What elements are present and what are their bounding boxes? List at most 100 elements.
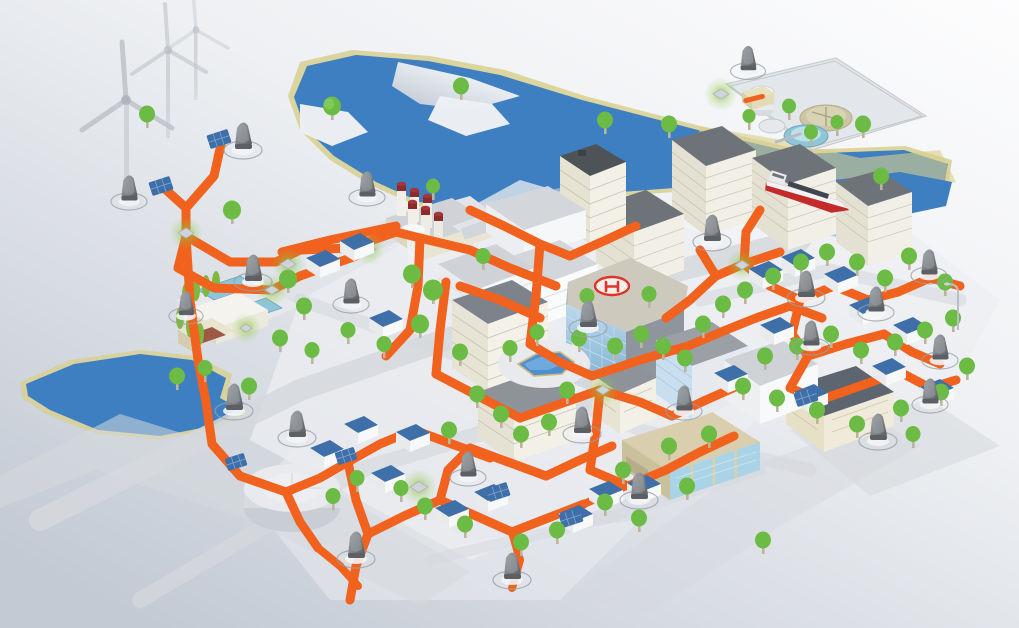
tree xyxy=(452,343,468,366)
tree xyxy=(323,96,341,120)
tree xyxy=(793,253,809,276)
wwtp-inlet-pipe xyxy=(743,93,765,104)
tree xyxy=(901,247,917,270)
tree xyxy=(755,531,771,554)
network-node-marker xyxy=(110,175,148,211)
scene-subtitle: Isometric city map with district heating… xyxy=(8,15,398,32)
chp-annex-panel xyxy=(461,220,489,240)
west-lake[interactable] xyxy=(26,354,242,436)
tree xyxy=(493,405,509,428)
tree xyxy=(453,77,469,100)
district-heating-network[interactable] xyxy=(159,135,965,605)
tree xyxy=(139,105,155,128)
tree-canopy-layer xyxy=(139,77,975,556)
tree xyxy=(737,281,753,304)
resort-building-roof xyxy=(186,292,268,328)
tree xyxy=(272,329,288,352)
tree xyxy=(349,470,365,492)
tree xyxy=(849,415,865,438)
tree xyxy=(917,321,933,344)
cargo-ship[interactable] xyxy=(763,170,853,218)
network-node-marker xyxy=(214,383,254,421)
tree xyxy=(695,315,711,338)
tree xyxy=(475,248,491,270)
network-node-marker xyxy=(348,171,386,207)
pipe-branch-chp-city xyxy=(277,205,761,381)
tree xyxy=(735,377,751,400)
wwtp-outfall xyxy=(774,132,802,144)
highway-strip-southeast xyxy=(560,420,920,612)
network-node-marker xyxy=(729,45,767,81)
tree xyxy=(679,477,695,500)
tree xyxy=(677,349,693,372)
network-node-marker xyxy=(277,410,317,448)
wind-turbine-3[interactable] xyxy=(164,0,230,100)
network-node-marker xyxy=(619,472,659,510)
tree xyxy=(597,493,613,516)
tree xyxy=(607,337,623,360)
hospital-roof xyxy=(566,258,688,332)
tree xyxy=(873,167,889,190)
tree xyxy=(541,413,557,436)
tree xyxy=(393,480,409,502)
tree xyxy=(855,115,871,138)
house xyxy=(344,416,378,444)
wwtp-control-building-side xyxy=(752,93,774,110)
hospital-helipad[interactable] xyxy=(593,275,631,297)
park-pond-shore xyxy=(516,351,576,377)
aquatic-roof xyxy=(622,412,760,472)
tree xyxy=(905,426,921,448)
tree xyxy=(782,98,796,120)
tree xyxy=(819,243,835,266)
network-node-markers[interactable] xyxy=(110,45,959,590)
tree xyxy=(426,178,440,200)
tree xyxy=(937,273,953,296)
tree xyxy=(849,253,865,276)
tree xyxy=(529,324,545,346)
house xyxy=(306,250,340,278)
tree xyxy=(403,264,421,288)
network-node-marker xyxy=(562,406,602,444)
tree xyxy=(469,385,485,408)
wind-farm[interactable] xyxy=(79,0,230,206)
network-node-marker xyxy=(449,451,487,487)
tree xyxy=(597,111,613,134)
tree xyxy=(513,425,529,448)
tree xyxy=(502,340,518,362)
tree xyxy=(853,341,869,364)
tree xyxy=(340,322,356,344)
network-node-marker xyxy=(911,378,949,414)
upper-lake-island-a xyxy=(428,96,510,136)
network-node-marker xyxy=(223,122,263,160)
tree xyxy=(417,497,433,520)
network-node-marker xyxy=(857,286,895,322)
network-node-marker xyxy=(336,531,376,569)
house xyxy=(824,266,858,294)
network-node-marker xyxy=(568,300,608,338)
network-node-marker xyxy=(692,214,732,252)
hospital-helipad-letter: H xyxy=(612,277,624,294)
tree xyxy=(959,357,975,380)
tree xyxy=(457,515,473,538)
tree xyxy=(661,437,677,460)
tree xyxy=(423,279,443,304)
house xyxy=(396,424,430,452)
wind-turbine-1[interactable] xyxy=(79,39,175,206)
residential-tower-ne-3[interactable] xyxy=(835,170,913,266)
tree xyxy=(655,337,671,360)
upper-lake-peninsula xyxy=(300,104,368,146)
tree xyxy=(169,367,185,390)
tree xyxy=(701,425,717,448)
tree xyxy=(441,421,457,444)
wwtp-control-building xyxy=(742,86,774,100)
chp-chimneys[interactable] xyxy=(397,181,443,246)
tree xyxy=(633,325,649,348)
house xyxy=(369,310,403,338)
network-node-marker xyxy=(168,291,204,325)
house xyxy=(340,233,374,261)
tree xyxy=(197,360,213,382)
network-node-marker xyxy=(492,552,532,590)
solar-panel-plates[interactable] xyxy=(148,129,819,528)
network-node-marker xyxy=(858,413,898,451)
